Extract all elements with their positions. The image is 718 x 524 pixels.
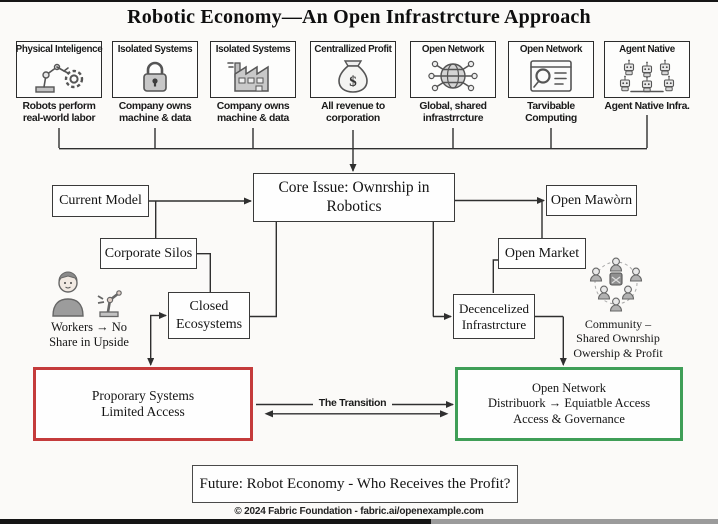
card-label: Open Network — [519, 44, 583, 55]
agent-robots-icon — [617, 55, 677, 97]
card-caption: Robots perform real-world labor — [22, 101, 96, 125]
corporate-silos-text: Corporate Silos — [104, 245, 193, 261]
future-box: Future: Robot Economy - Who Receives the… — [192, 465, 518, 503]
double-arrow-right-head — [440, 410, 449, 418]
community-icon — [582, 256, 650, 319]
open-maworn-text: Open Mawòrn — [550, 192, 633, 208]
bottom-bar — [0, 519, 718, 524]
card-caption: Global, shared infrastrrcture — [419, 101, 487, 125]
card-physical-inteligence: Physical Inteligence — [15, 41, 103, 98]
card-label: Open Network — [421, 44, 485, 55]
top-border — [0, 0, 718, 2]
open-market-text: Open Market — [504, 245, 580, 261]
card-isolated-systems-lock: Isolated Systems — [112, 41, 198, 98]
card-caption: Agent Native Infra. — [604, 101, 690, 112]
double-arrow-left-head — [264, 410, 273, 418]
money-bag-icon: $ — [333, 55, 373, 97]
card-open-network-globe: Open Network — [410, 41, 496, 98]
padlock-icon — [135, 55, 175, 97]
core-issue-box: Core Issue: Ownrship in Robotics — [253, 173, 455, 222]
open-market-box: Open Market — [498, 238, 586, 269]
transition-label: The Transition — [318, 397, 387, 409]
card-agent-native: Agent Native — [604, 41, 690, 98]
closed-ecosystems-box: Closed Ecosystems — [168, 292, 250, 339]
factory-icon — [226, 55, 280, 97]
search-window-icon — [526, 55, 576, 97]
dollar-glyph: $ — [349, 74, 357, 90]
card-caption: All revenue to corporation — [321, 101, 385, 125]
page-title: Robotic Economy—An Open Infrastrcture Ap… — [127, 6, 591, 28]
decentralized-infrastructure-text: Decencelized Infrastrcture — [458, 300, 529, 332]
open-network-text: Open Network Distribuork → Equiatble Acc… — [487, 381, 651, 426]
proprietary-systems-box: Proporary Systems Limited Access — [33, 367, 253, 441]
card-label: Physical Inteligence — [15, 44, 103, 55]
card-caption: Company owns machine & data — [216, 101, 290, 125]
card-isolated-systems-factory: Isolated Systems — [210, 41, 296, 98]
future-text: Future: Robot Economy - Who Receives the… — [199, 475, 511, 492]
card-label: Agent Native — [619, 44, 675, 55]
card-label: Isolated Systems — [117, 44, 193, 55]
proprietary-systems-text: Proporary Systems Limited Access — [91, 387, 195, 419]
card-caption: Company owns machine & data — [118, 101, 192, 125]
footer-credit: © 2024 Fabric Foundation - fabric.ai/ope… — [234, 506, 484, 517]
corporate-silos-box: Corporate Silos — [100, 238, 197, 269]
decentralized-infrastructure-box: Decencelized Infrastrcture — [453, 294, 535, 339]
current-model-box: Current Model — [52, 185, 149, 217]
worker-robot-icon — [48, 270, 126, 323]
community-caption: Community – Shared Ownrship Owership & P… — [573, 317, 663, 360]
robot-arm-icon — [30, 55, 88, 97]
bottom-bar-fill — [0, 519, 431, 524]
closed-ecosystems-text: Closed Ecosystems — [175, 299, 243, 332]
core-issue-text: Core Issue: Ownrship in Robotics — [278, 178, 430, 215]
card-caption: Tarvibable Computing — [525, 101, 577, 125]
card-open-network-search: Open Network — [508, 41, 594, 98]
open-network-box: Open Network Distribuork → Equiatble Acc… — [455, 367, 683, 441]
workers-caption: Workers → No Share in Upside — [49, 320, 129, 349]
globe-network-icon — [427, 55, 479, 97]
card-label: Isolated Systems — [215, 44, 291, 55]
current-model-text: Current Model — [59, 193, 142, 209]
card-centrallized-profit: Centrallized Profit $ — [310, 41, 396, 98]
open-maworn-box: Open Mawòrn — [546, 185, 637, 216]
card-label: Centrallized Profit — [314, 44, 392, 55]
